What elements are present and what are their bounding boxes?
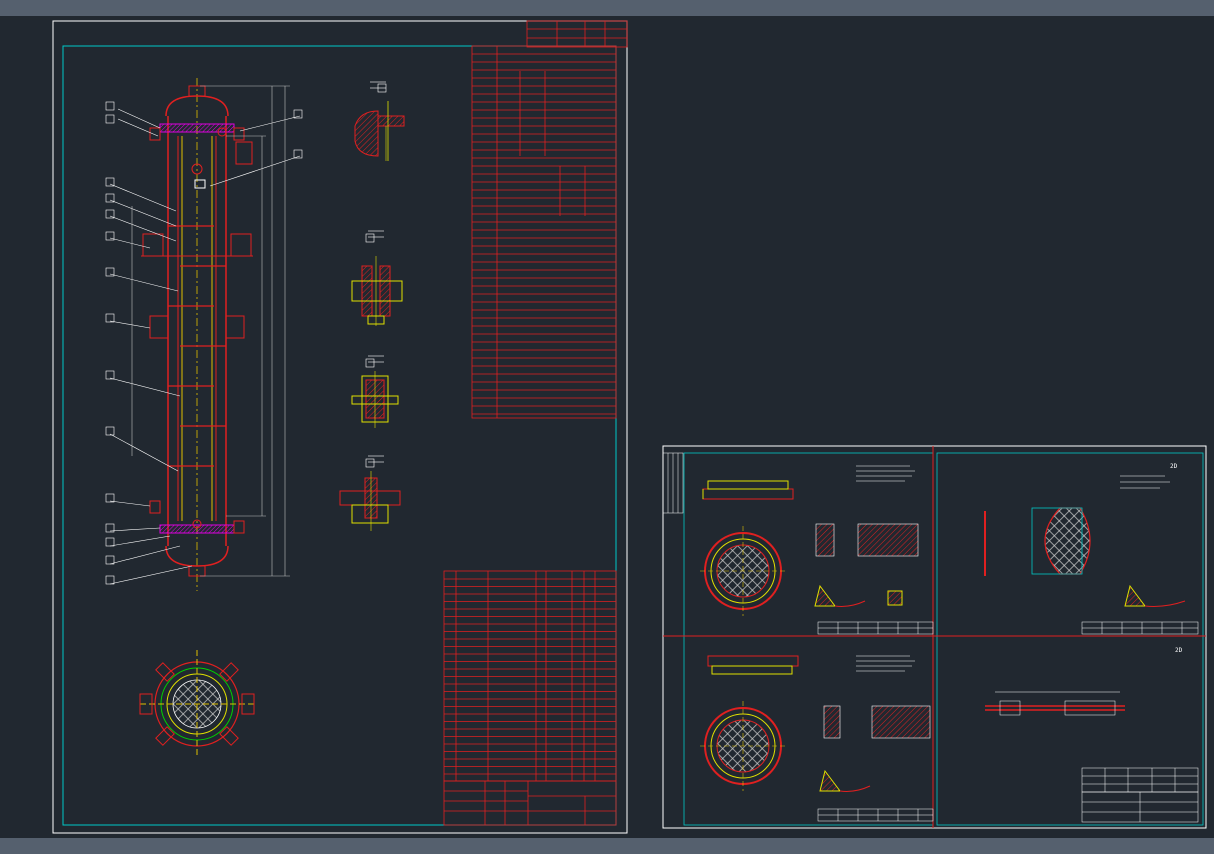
sheet-markers (365, 83, 387, 468)
top-revision-block (526, 20, 628, 48)
baffle-drawing (984, 475, 1199, 635)
drawing-canvas[interactable]: 2D 2D (0, 16, 1214, 838)
plan-view (139, 650, 255, 758)
parts-list-table (443, 570, 617, 782)
column-vessel (141, 78, 253, 591)
sheet-b-label: 2D (1170, 463, 1178, 470)
sheet-c-label: 2D (1175, 647, 1183, 654)
rod-drawing (985, 691, 1199, 823)
callout-markers (105, 101, 303, 585)
tube-plate-drawing-1 (700, 465, 934, 635)
detail-view-iv (339, 455, 401, 531)
detail-drawing-sheet[interactable]: 2D 2D (662, 445, 1207, 829)
detail-view-i (354, 81, 405, 161)
title-block (443, 780, 617, 826)
technical-data-table (471, 45, 617, 419)
dimension-lines (131, 85, 290, 577)
detail-view-ii (351, 230, 403, 326)
callout-leaders (109, 108, 301, 585)
main-drawing-sheet[interactable] (52, 20, 628, 834)
tube-plate-drawing-2 (700, 655, 934, 822)
status-bar (0, 838, 1214, 854)
window-title-bar (0, 0, 1214, 16)
detail-view-iii (351, 355, 399, 428)
